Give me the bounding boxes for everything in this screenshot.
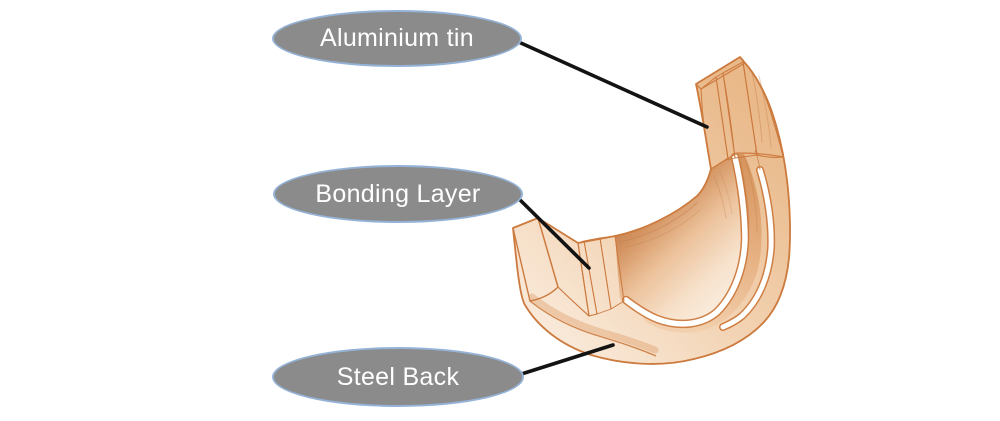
inner-surface-streak [625, 209, 701, 248]
bonding-layer-arc [623, 154, 748, 327]
arm-face-streak [758, 75, 772, 149]
label-bonding-layer-text: Bonding Layer [315, 179, 481, 208]
inner-surface-streak [713, 175, 727, 219]
label-steel-back-text: Steel Back [336, 362, 460, 391]
bearing-shell [512, 56, 791, 365]
rim-face-streak [745, 159, 758, 233]
step-edge [710, 152, 738, 170]
outer-gap-highlight [720, 167, 774, 330]
steel-back-rim-face [636, 154, 762, 333]
shell-outline [512, 56, 791, 365]
steel-back-bottom-rim-line [529, 300, 657, 357]
leader-line-bonding-layer [511, 191, 591, 270]
body-top-edge [736, 152, 784, 158]
arm-face-streak [751, 71, 763, 143]
label-aluminium-tin: Aluminium tin [272, 10, 522, 67]
label-aluminium-tin-text: Aluminium tin [320, 24, 474, 52]
inner-surface-streak [719, 171, 733, 215]
leader-line-steel-back [510, 343, 615, 379]
leader-line-aluminium-tin [510, 37, 709, 129]
body-crease [754, 149, 761, 171]
aluminium-tin-inner-surface [615, 154, 745, 325]
inner-surface-streak [619, 202, 698, 243]
label-bonding-layer: Bonding Layer [273, 165, 523, 223]
label-steel-back: Steel Back [272, 347, 524, 407]
leader-lines [510, 37, 709, 379]
steel-back-bottom-rim-shading [528, 293, 659, 354]
